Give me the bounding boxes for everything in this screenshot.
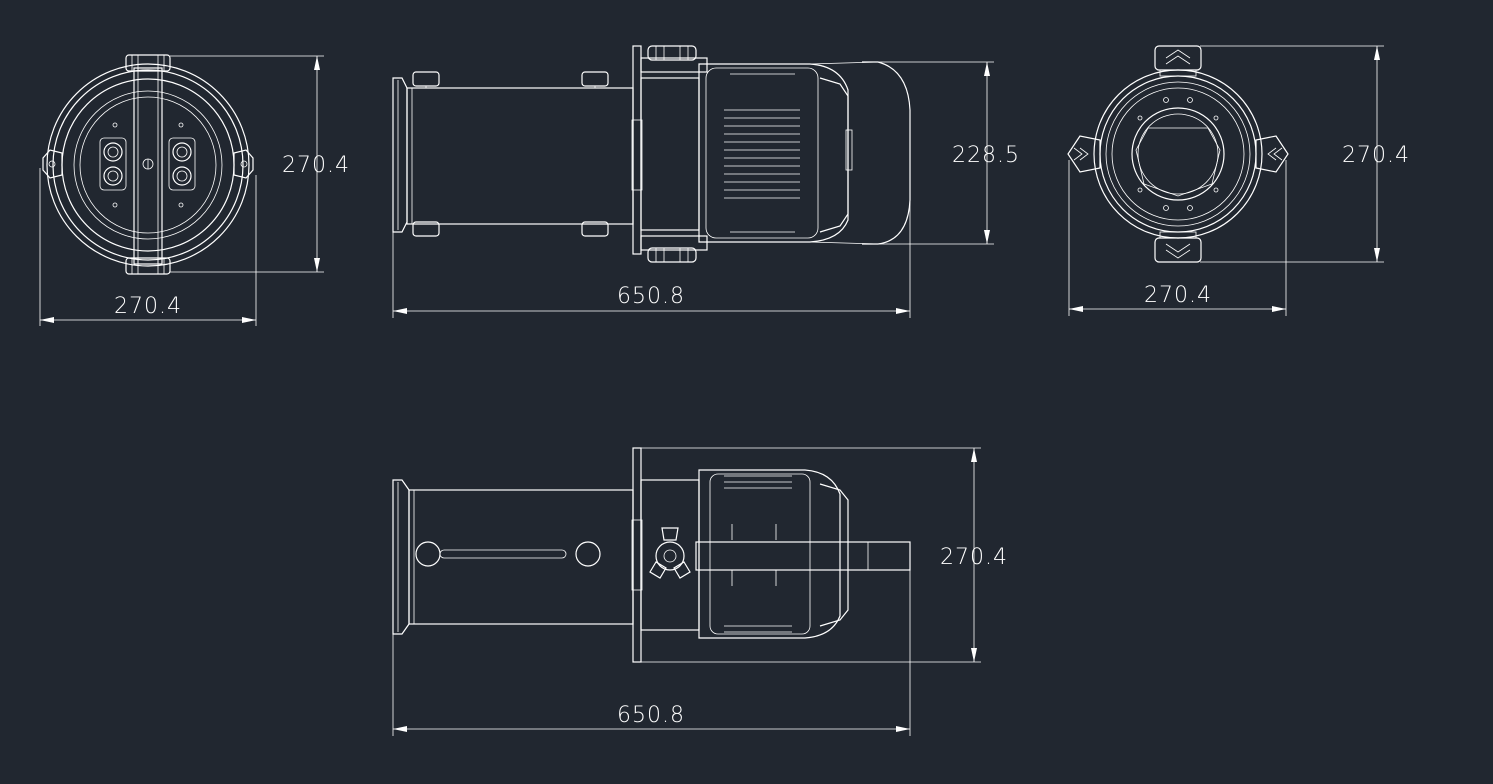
vent-slots: [724, 73, 800, 233]
top-view-dimensions: 650.8 270.4: [392, 447, 1008, 736]
front-view-dimensions: 270.4 270.4: [39, 55, 350, 326]
top-vent-slots: [724, 475, 792, 633]
rear-view: [1067, 45, 1289, 263]
top-height-label: 270.4: [940, 545, 1008, 570]
front-height-label: 270.4: [282, 153, 350, 178]
front-width-label: 270.4: [114, 294, 182, 319]
rear-view-dimensions: 270.4 270.4: [1068, 45, 1410, 316]
side-view: [392, 45, 911, 263]
side-length-label: 650.8: [617, 284, 685, 309]
front-view: [42, 54, 254, 275]
top-view: [392, 447, 911, 663]
top-length-label: 650.8: [617, 703, 685, 728]
rear-height-label: 270.4: [1342, 143, 1410, 168]
rear-width-label: 270.4: [1144, 283, 1212, 308]
side-height-label: 228.5: [952, 143, 1020, 168]
side-view-dimensions: 650.8 228.5: [392, 61, 1020, 318]
